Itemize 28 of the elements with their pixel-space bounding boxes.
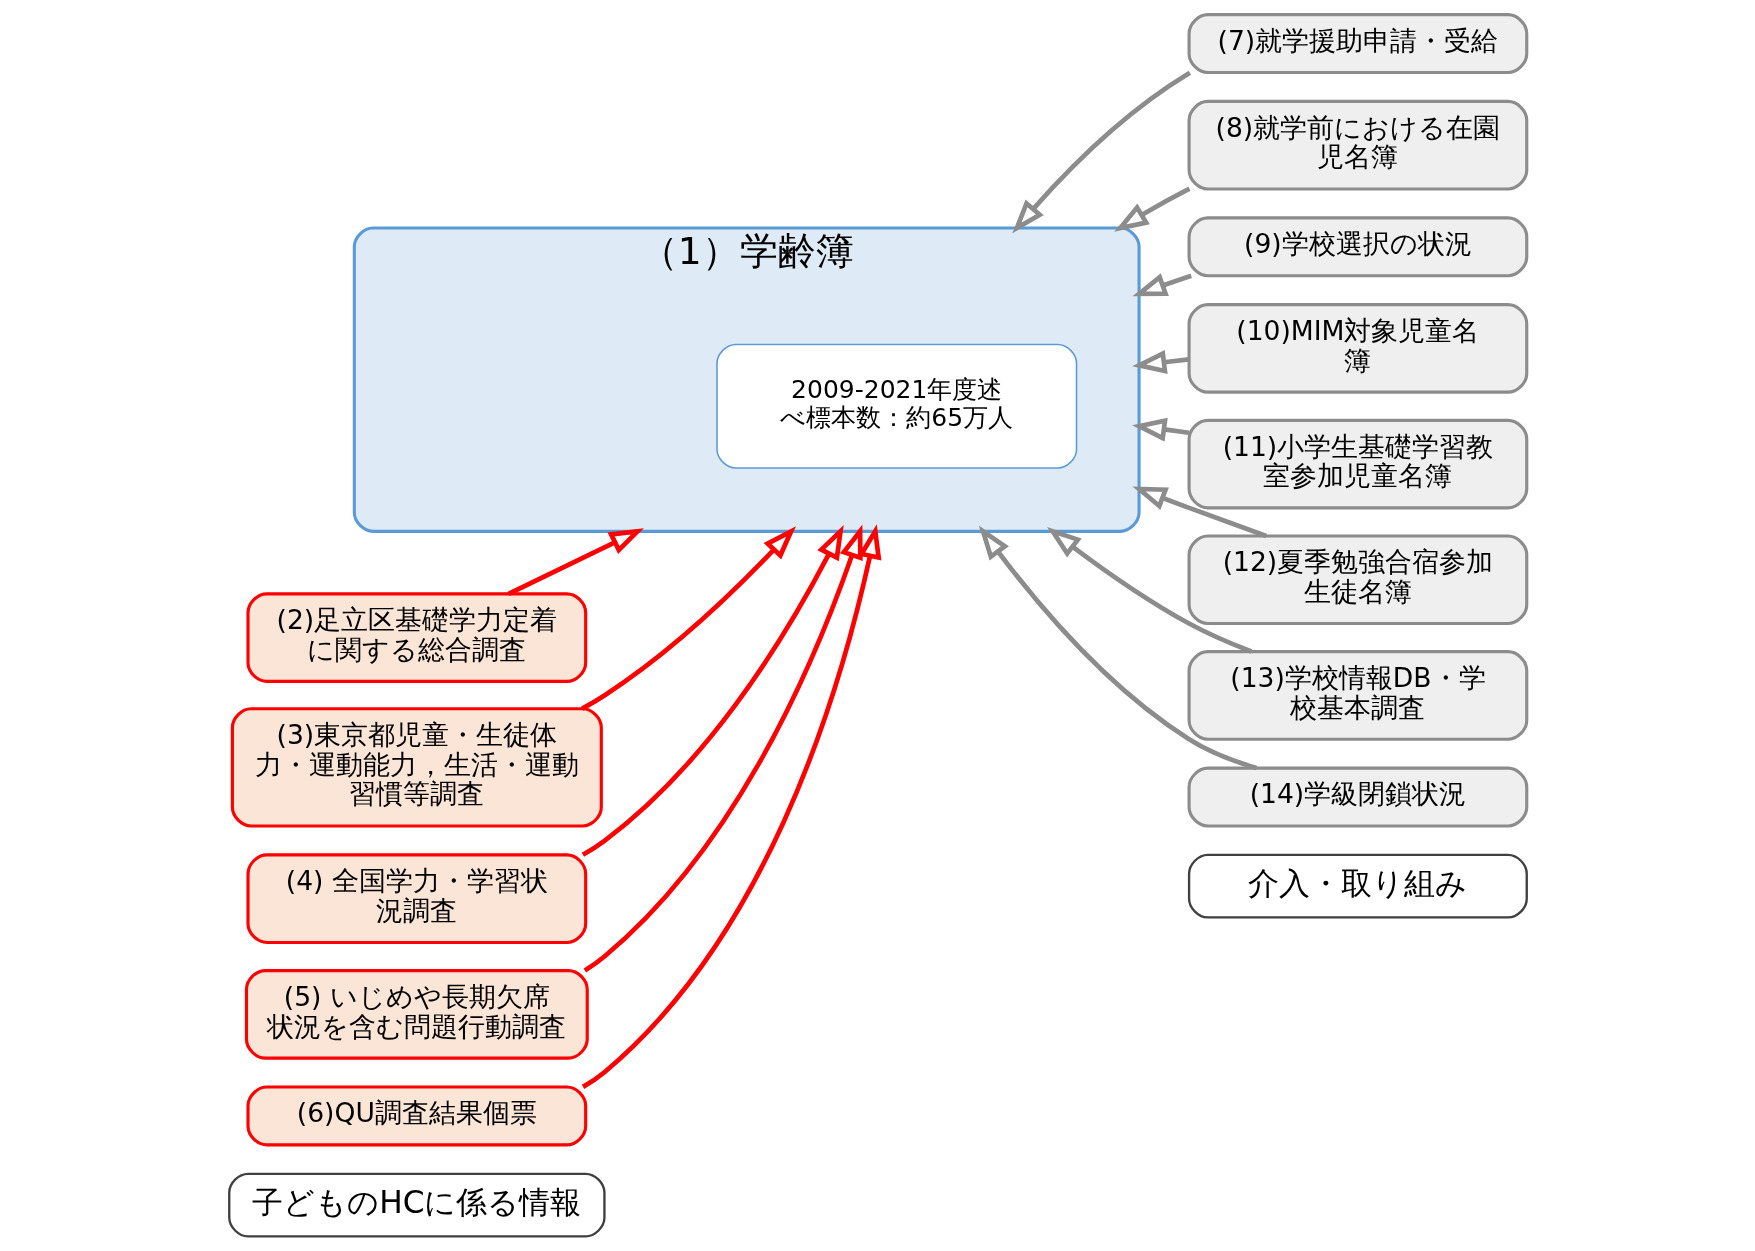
arrow <box>507 528 644 596</box>
arrow <box>581 525 844 857</box>
node-box: (8)就学前における在園児名簿 <box>1187 99 1528 191</box>
arrow <box>1131 417 1189 442</box>
node-box: (11)小学生基礎学習教室参加児童名簿 <box>1187 418 1528 510</box>
node-box: (9)学校選択の状況 <box>1187 216 1528 278</box>
arrow <box>1131 273 1192 297</box>
node-box: (3)東京都児童・生徒体力・運動能力，生活・運動習慣等調査 <box>230 707 603 828</box>
node-box: 2009-2021年度述べ標本数：約65万人 <box>715 343 1077 469</box>
node-box: (13)学校情報DB・学校基本調査 <box>1187 650 1528 741</box>
arrow <box>583 524 863 973</box>
arrow <box>1046 527 1252 654</box>
arrow <box>1011 70 1191 234</box>
node-box: 子どものHCに係る情報 <box>227 1172 606 1238</box>
arrow <box>1113 186 1191 232</box>
arrow <box>581 524 881 1089</box>
arrow <box>1131 350 1189 374</box>
node-box: 介入・取り組み <box>1187 853 1528 919</box>
node-box: (12)夏季勉強合宿参加生徒名簿 <box>1187 534 1528 626</box>
node-box: (7)就学援助申請・受給 <box>1187 13 1528 75</box>
node-box: (5) いじめや長期欠席状況を含む問題行動調査 <box>244 969 589 1060</box>
node-box: (4) 全国学力・学習状況調査 <box>245 853 587 944</box>
arrow <box>1131 486 1267 539</box>
node-box: (2)足立区基礎学力定着に関する総合調査 <box>245 592 587 683</box>
node-box: (6)QU調査結果個票 <box>245 1085 587 1147</box>
node-box: (10)MIM対象児童名簿 <box>1187 303 1528 394</box>
node-box: (14)学級閉鎖状況 <box>1187 766 1528 828</box>
arrow <box>580 526 796 711</box>
